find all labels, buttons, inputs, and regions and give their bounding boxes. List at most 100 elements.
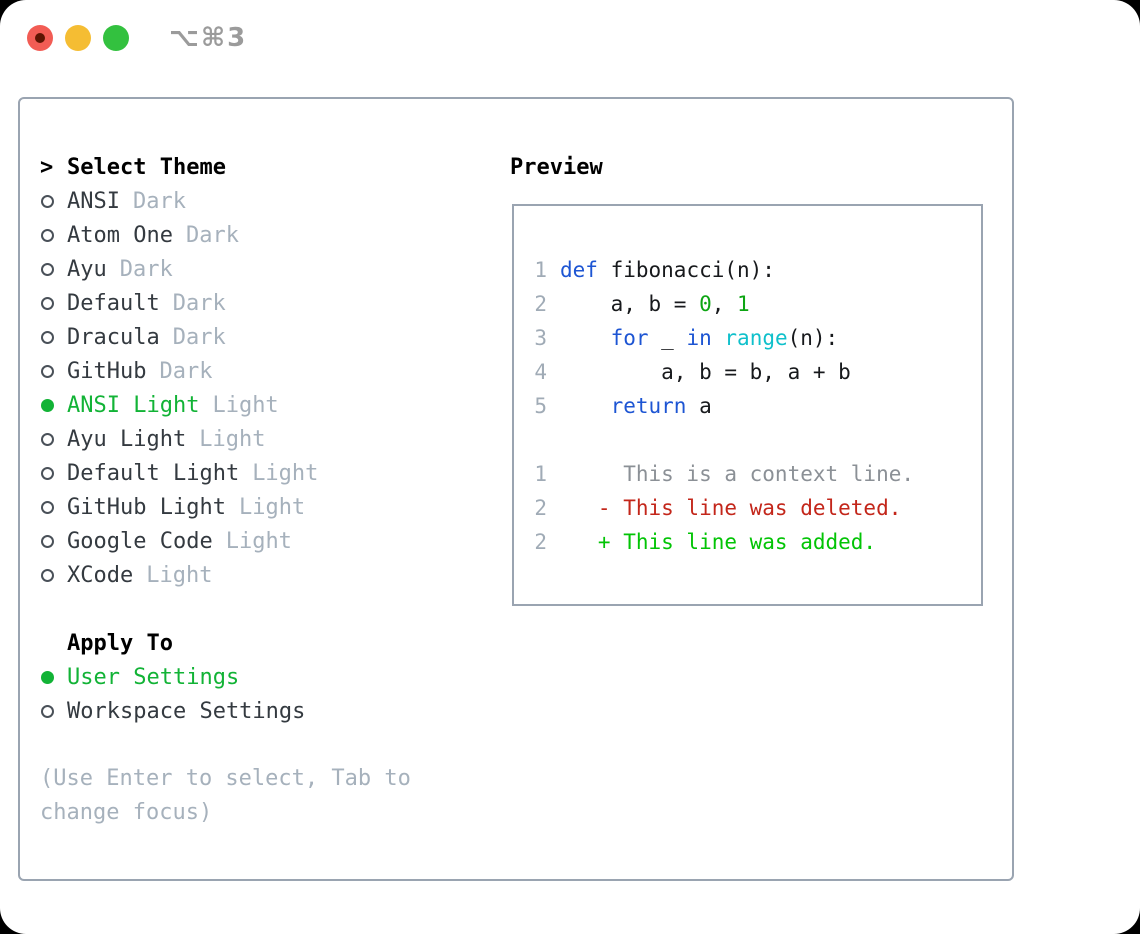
theme-variant-label: Light <box>212 392 279 418</box>
theme-option-ayu-light[interactable]: Ayu Light Light <box>40 422 422 456</box>
line-number: 2 <box>534 496 547 520</box>
code-line: 2 - This line was deleted. <box>514 491 981 525</box>
theme-variant-label: Light <box>238 494 306 520</box>
minimize-button[interactable] <box>65 25 91 51</box>
theme-option-dracula[interactable]: Dracula Dark <box>40 320 422 354</box>
window-title: ⌥⌘3 <box>169 23 248 53</box>
theme-variant-label: Light <box>199 426 266 452</box>
radio-selected-icon <box>40 670 67 684</box>
radio-icon <box>40 704 67 718</box>
theme-variant-label: Dark <box>172 290 226 316</box>
theme-variant-label: Dark <box>159 358 213 384</box>
focus-caret-icon: > <box>40 154 54 180</box>
titlebar: ⌥⌘3 <box>27 23 248 53</box>
line-number: 2 <box>534 292 547 316</box>
code-text: a, b = 0, 1 <box>560 292 750 316</box>
select-theme-header: > Select Theme <box>40 150 422 184</box>
theme-variant-label: Light <box>146 562 213 588</box>
theme-option-github-light[interactable]: GitHub Light Light <box>40 490 422 524</box>
radio-icon <box>40 262 67 276</box>
line-number: 2 <box>534 530 547 554</box>
theme-option-default[interactable]: Default Dark <box>40 286 422 320</box>
theme-option-label: Ayu Light <box>67 426 187 452</box>
radio-icon <box>40 568 67 582</box>
theme-option-label: Default Light <box>67 460 240 486</box>
apply-to-title: Apply To <box>67 630 173 656</box>
code-line: 2 + This line was added. <box>514 525 981 559</box>
theme-option-ayu[interactable]: Ayu Dark <box>40 252 422 286</box>
theme-variant-label: Dark <box>185 222 239 248</box>
zoom-button[interactable] <box>103 25 129 51</box>
code-line: 3 for _ in range(n): <box>514 321 981 355</box>
theme-option-label: Dracula <box>67 324 160 350</box>
radio-icon <box>40 364 67 378</box>
theme-option-label: GitHub <box>67 358 147 384</box>
code-text: a, b = b, a + b <box>560 360 851 384</box>
code-line: 5 return a <box>514 389 981 423</box>
code-text: def fibonacci(n): <box>560 258 775 282</box>
theme-option-ansi-light[interactable]: ANSI Light Light <box>40 388 422 422</box>
code-line: 4 a, b = b, a + b <box>514 355 981 389</box>
theme-option-label: XCode <box>67 562 134 588</box>
close-button[interactable] <box>27 25 53 51</box>
line-number: 4 <box>534 360 547 384</box>
radio-icon <box>40 228 67 242</box>
code-text: for _ in range(n): <box>610 326 839 350</box>
theme-option-atom-one[interactable]: Atom One Dark <box>40 218 422 252</box>
code-text: + This line was added. <box>560 530 877 554</box>
code-text: return a <box>610 394 712 418</box>
apply-option-user-settings[interactable]: User Settings <box>40 660 422 694</box>
line-number: 5 <box>534 394 547 418</box>
theme-option-label: Atom One <box>67 222 173 248</box>
theme-variant-label: Dark <box>119 256 173 282</box>
code-text: - This line was deleted. <box>560 496 902 520</box>
radio-icon <box>40 432 67 446</box>
theme-option-default-light[interactable]: Default Light Light <box>40 456 422 490</box>
line-number: 1 <box>534 258 547 282</box>
theme-variant-label: Dark <box>172 324 226 350</box>
apply-option-workspace-settings[interactable]: Workspace Settings <box>40 694 422 728</box>
theme-variant-label: Light <box>225 528 292 554</box>
theme-variant-label: Light <box>252 460 319 486</box>
theme-option-xcode[interactable]: XCode Light <box>40 558 422 592</box>
theme-variant-label: Dark <box>132 188 186 214</box>
theme-option-label: GitHub Light <box>67 494 226 520</box>
spacer <box>40 592 422 626</box>
theme-option-label: Ayu <box>67 256 107 282</box>
code-line: 1 def fibonacci(n): <box>514 253 981 287</box>
code-line: 1 This is a context line. <box>514 457 981 491</box>
theme-option-label: ANSI Light <box>67 392 200 418</box>
code-line <box>514 423 981 457</box>
theme-option-github[interactable]: GitHub Dark <box>40 354 422 388</box>
theme-option-ansi[interactable]: ANSI Dark <box>40 184 422 218</box>
code-text: This is a context line. <box>560 462 915 486</box>
radio-icon <box>40 534 67 548</box>
radio-icon <box>40 296 67 310</box>
radio-icon <box>40 466 67 480</box>
apply-to-header: Apply To <box>40 626 422 660</box>
preview-title: Preview <box>510 154 603 180</box>
line-number: 1 <box>534 462 547 486</box>
apply-option-label: User Settings <box>67 664 240 690</box>
radio-icon <box>40 330 67 344</box>
theme-option-label: ANSI <box>67 188 120 214</box>
radio-selected-icon <box>40 398 67 412</box>
radio-icon <box>40 194 67 208</box>
theme-option-label: Default <box>67 290 160 316</box>
select-theme-title: Select Theme <box>67 154 226 180</box>
line-number: 3 <box>534 326 547 350</box>
apply-option-label: Workspace Settings <box>67 698 306 724</box>
code-line: 2 a, b = 0, 1 <box>514 287 981 321</box>
radio-icon <box>40 500 67 514</box>
close-button-dot <box>35 33 45 43</box>
help-text: (Use Enter to select, Tab to change focu… <box>40 766 411 825</box>
spacer <box>40 728 422 762</box>
